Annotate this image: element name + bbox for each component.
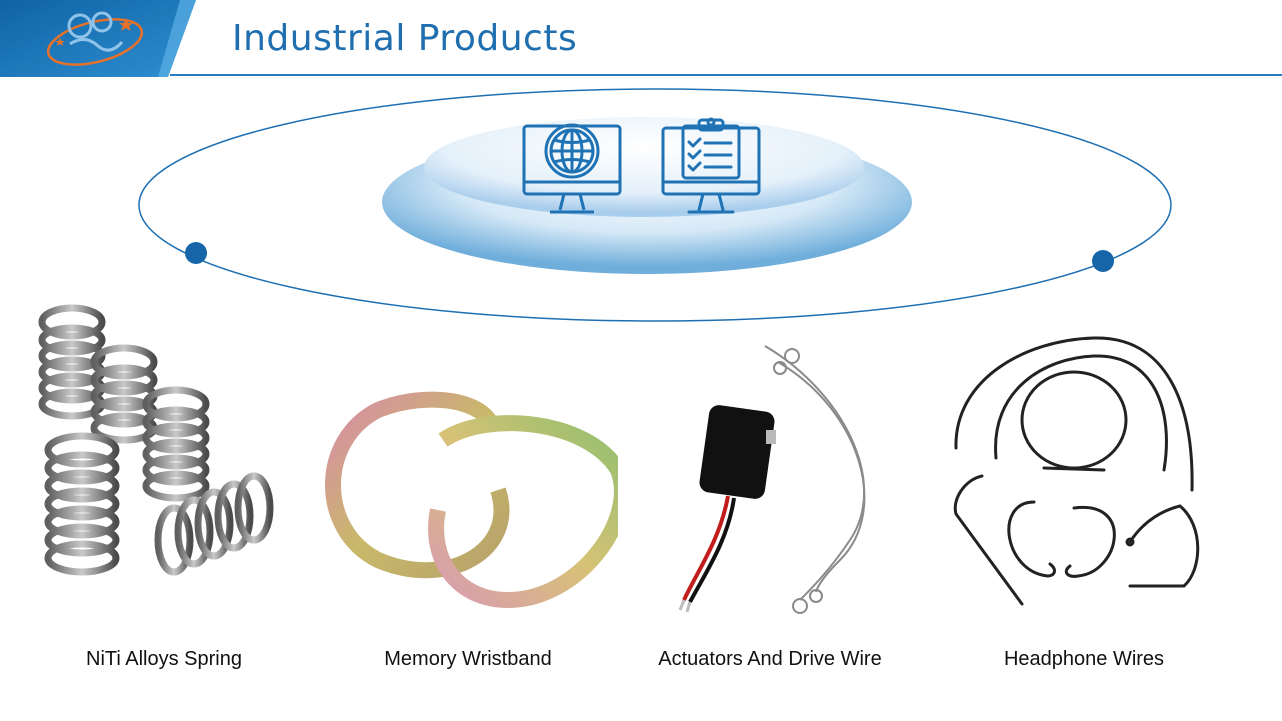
company-logo-icon [46, 11, 144, 66]
product-memory-wristband: Memory Wristband [318, 300, 618, 700]
clipboard-checklist-monitor-icon [661, 117, 761, 214]
header: Industrial Products [0, 0, 1282, 77]
coil-spring-image [38, 304, 274, 576]
headphone-wire-image [953, 336, 1200, 606]
hero-ellipse [138, 88, 1172, 322]
product-label: Actuators And Drive Wire [658, 648, 882, 670]
globe-monitor-icon [522, 123, 622, 214]
logo-band [0, 0, 196, 77]
header-divider [170, 74, 1282, 76]
product-niti-alloys-spring: NiTi Alloys Spring [14, 300, 314, 700]
product-label: Memory Wristband [384, 648, 552, 670]
product-label: NiTi Alloys Spring [86, 648, 242, 670]
actuator-wire-image [678, 345, 866, 614]
product-label: Headphone Wires [1003, 648, 1165, 670]
page-title: Industrial Products [232, 18, 578, 59]
metal-band-image [325, 391, 618, 609]
product-actuators-drive-wire: Actuators And Drive Wire [620, 300, 920, 700]
product-headphone-wires: Headphone Wires [934, 300, 1234, 700]
